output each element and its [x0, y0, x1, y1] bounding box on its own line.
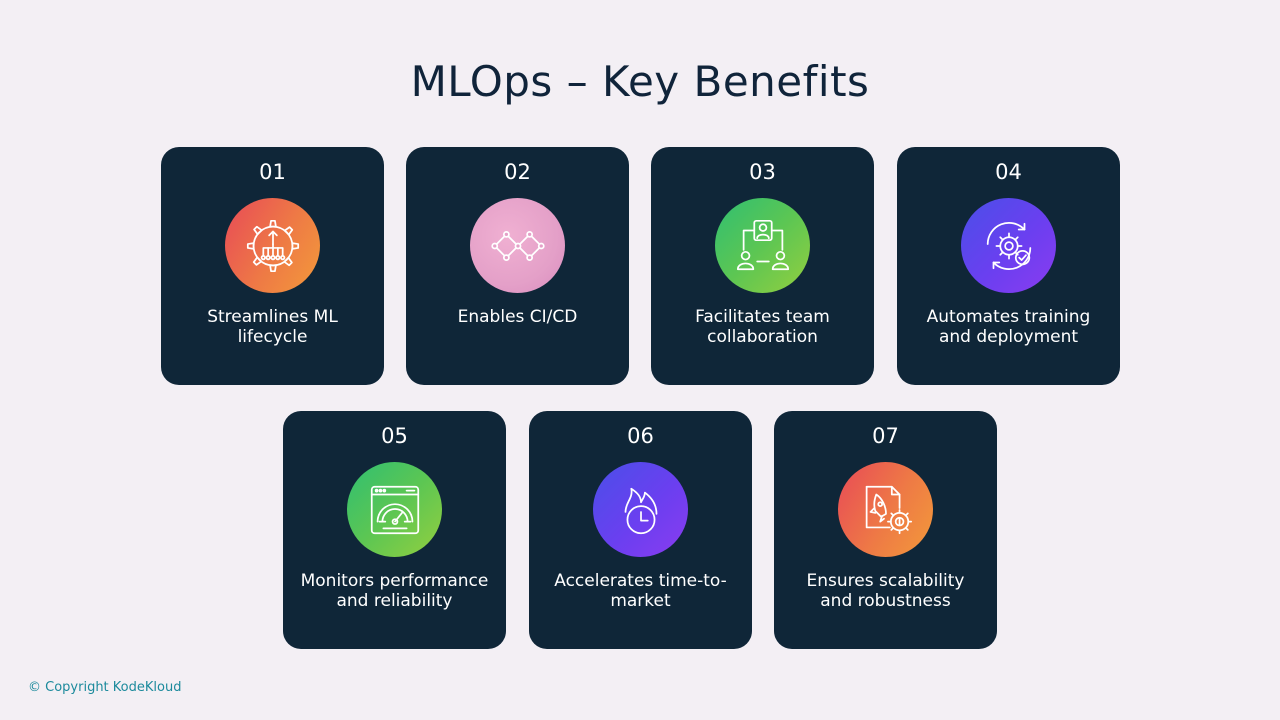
benefit-card-01: 01 Streamlin [161, 147, 384, 385]
benefit-card-03: 03 Facilitates team collaboration [651, 147, 874, 385]
card-label: Streamlines ML lifecycle [207, 307, 338, 347]
icon-circle [838, 462, 933, 557]
card-label: Accelerates time-to-market [554, 571, 727, 611]
rocket-gear-icon [865, 485, 912, 534]
card-label: Monitors performance and reliability [300, 571, 489, 611]
card-number: 07 [872, 424, 899, 448]
dashboard-gauge-icon [370, 485, 419, 534]
card-number: 05 [381, 424, 408, 448]
icon-circle [593, 462, 688, 557]
gear-hierarchy-icon [246, 219, 299, 272]
card-number: 04 [995, 160, 1022, 184]
icon-circle [715, 198, 810, 293]
icon-circle [347, 462, 442, 557]
card-number: 03 [749, 160, 776, 184]
infinity-icon [490, 230, 545, 261]
icon-circle [470, 198, 565, 293]
card-label: Enables CI/CD [457, 307, 578, 327]
card-label: Automates training and deployment [926, 307, 1091, 347]
benefit-card-07: 07 Ensures scalability and robustness [774, 411, 997, 649]
benefit-card-04: 04 Automates training and deployment [897, 147, 1120, 385]
benefit-card-06: 06 Accelerates time-to-market [529, 411, 752, 649]
card-label: Facilitates team collaboration [695, 307, 830, 347]
fire-clock-icon [624, 487, 657, 534]
icon-circle [225, 198, 320, 293]
team-collaboration-icon [736, 219, 789, 270]
benefit-card-05: 05 Monitors performance and reliability [283, 411, 506, 649]
card-number: 01 [259, 160, 286, 184]
gear-cycle-check-icon [986, 221, 1031, 270]
page-title: MLOps – Key Benefits [410, 57, 870, 106]
card-number: 02 [504, 160, 531, 184]
card-label: Ensures scalability and robustness [806, 571, 965, 611]
card-number: 06 [627, 424, 654, 448]
copyright-footer: © Copyright KodeKloud [28, 680, 182, 695]
benefit-card-02: 02 Enables CI/CD [406, 147, 629, 385]
icon-circle [961, 198, 1056, 293]
